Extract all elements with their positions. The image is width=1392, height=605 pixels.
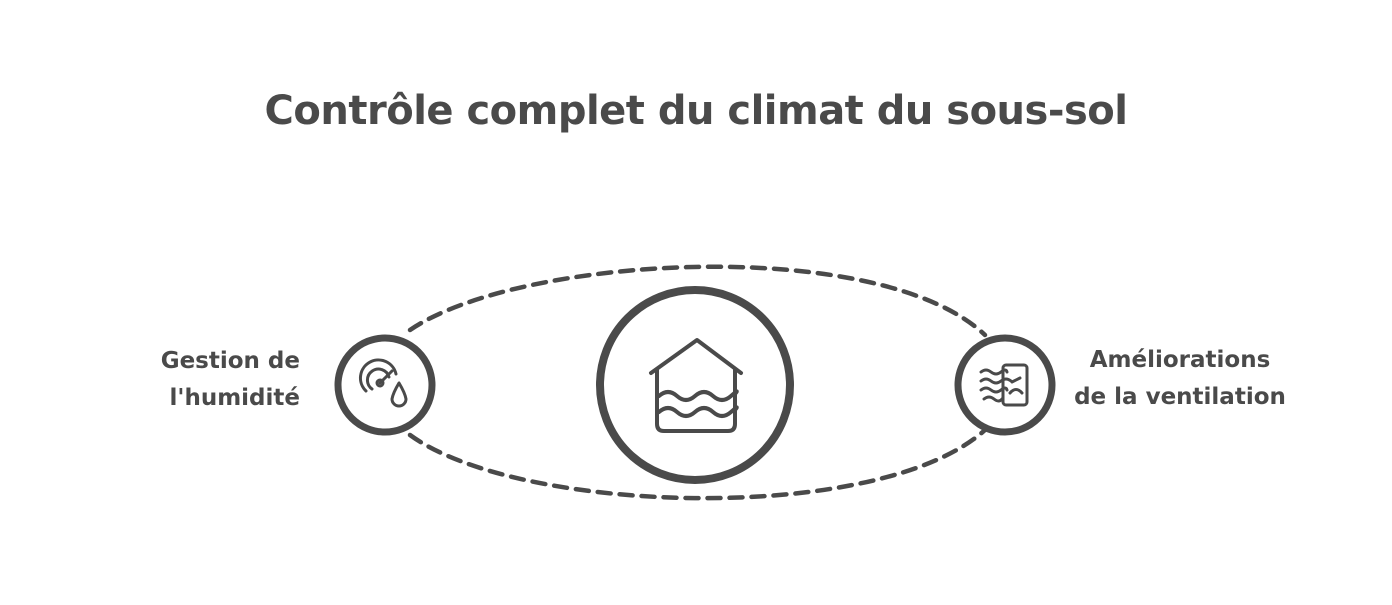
right-node <box>954 334 1056 436</box>
dashed-orbit <box>407 264 988 501</box>
orbit-arc-bottom <box>407 427 988 501</box>
ventilation-airflow-icon <box>979 363 1029 407</box>
humidity-management-label: Gestion de l'humidité <box>100 343 300 417</box>
diagram-title: Contrôle complet du climat du sous-sol <box>264 88 1128 134</box>
ventilation-improvements-label: Améliorations de la ventilation <box>1060 342 1300 416</box>
ventilation-label-line1: Améliorations <box>1089 347 1271 373</box>
ventilation-label-line2: de la ventilation <box>1074 384 1286 410</box>
humidity-label-line1: Gestion de <box>160 348 300 374</box>
humidity-label-line2: l'humidité <box>169 385 300 411</box>
flooded-house-icon <box>649 338 743 433</box>
left-node <box>334 334 436 436</box>
humidity-gauge-icon <box>358 358 408 408</box>
center-node <box>596 286 794 484</box>
orbit-arc-top <box>407 264 988 338</box>
